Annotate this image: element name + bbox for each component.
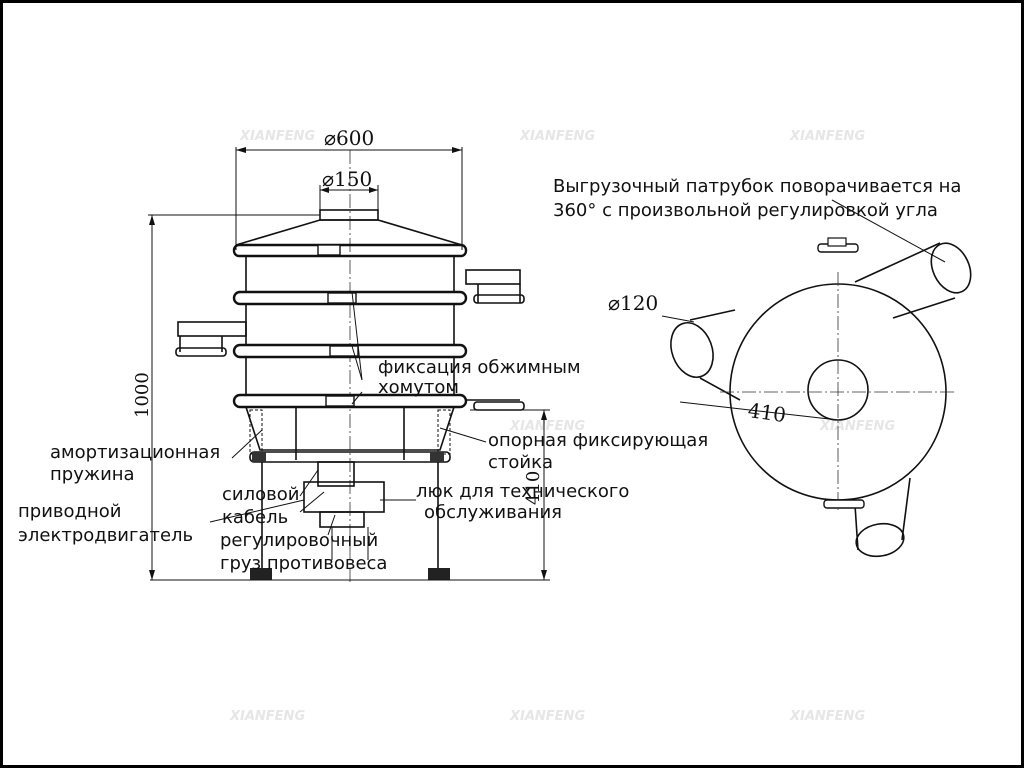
clamp-ring [232, 343, 468, 359]
label-hatch-line2: обслуживания [424, 502, 562, 523]
dim-outlet-diameter: ⌀120 [608, 291, 658, 315]
spring [437, 409, 451, 455]
outlet-spout-left [670, 309, 741, 401]
foot-pad [428, 568, 450, 580]
label-discharge-line2: 360° с произвольной регулировкой угла [553, 200, 938, 221]
dim-outer-diameter: ⌀600 [324, 126, 374, 150]
discharge-spout-lower [466, 399, 525, 411]
watermark: XIANFENG [789, 709, 865, 724]
dim-inlet-diameter: ⌀150 [322, 167, 372, 191]
top-view: ⌀120 410 [608, 237, 972, 558]
label-spring-line1: амортизационная [50, 442, 220, 463]
label-weight-line1: регулировочный [220, 530, 378, 551]
label-weight-line2: груз противовеса [220, 553, 387, 574]
outlet-spout-upper [854, 242, 972, 319]
clamp-handle [823, 499, 865, 509]
label-discharge-line1: Выгрузочный патрубок поворачивается на [553, 176, 961, 197]
front-view: ⌀600 ⌀150 [132, 126, 550, 585]
dim-outlet-offset: 410 [746, 398, 787, 427]
outlet-spout-lower [854, 477, 911, 558]
discharge-spout-upper [465, 269, 525, 304]
watermark: XIANFENG [519, 129, 595, 144]
label-spring-line2: пружина [50, 464, 135, 485]
dim-line-outlet-410 [679, 401, 839, 421]
discharge-spout-left [175, 321, 247, 357]
inlet-pipe [319, 209, 379, 221]
clamp-ring [232, 290, 468, 306]
watermark: XIANFENG [789, 129, 865, 144]
labels: Выгрузочный патрубок поворачивается на 3… [18, 176, 961, 574]
top-cover [235, 219, 463, 246]
watermark: XIANFENG [819, 419, 895, 434]
dim-base-height: 410 [523, 471, 544, 505]
label-clamp-line1: фиксация обжимным [378, 357, 581, 378]
watermark: XIANFENG [239, 129, 315, 144]
label-motor-line2: электродвигатель [18, 525, 193, 546]
clamp-ring [232, 243, 468, 258]
watermark: XIANFENG [509, 709, 585, 724]
watermark-group: XIANFENG XIANFENG XIANFENG XIANFENG XIAN… [229, 129, 895, 724]
watermark: XIANFENG [509, 419, 585, 434]
label-cable-line1: силовой [222, 484, 299, 505]
label-support-line2: стойка [488, 452, 553, 473]
label-motor-line1: приводной [18, 501, 121, 522]
label-cable-line2: кабель [222, 507, 288, 528]
motor-housing [317, 461, 355, 487]
foot-pad [250, 568, 272, 580]
leader-lines [209, 199, 946, 536]
label-hatch-line1: люк для технического [416, 481, 629, 502]
dim-height: 1000 [132, 372, 153, 418]
label-clamp-line2: хомутом [378, 377, 459, 398]
watermark: XIANFENG [229, 709, 305, 724]
label-support-line1: опорная фиксирующая [488, 430, 708, 451]
